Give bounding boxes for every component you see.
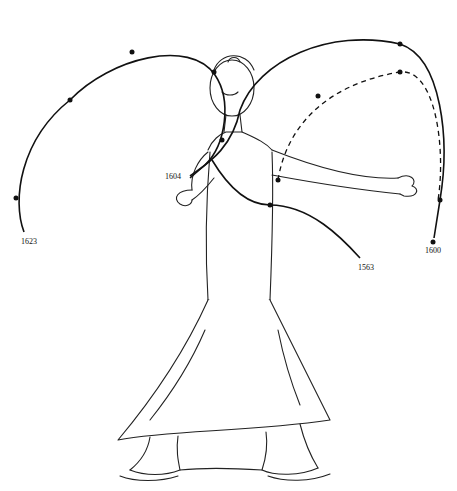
year-label: 1623 [20,237,38,246]
year-label: 1600 [424,246,442,255]
year-label: 1563 [357,263,375,272]
year-label: 1604 [164,172,182,181]
